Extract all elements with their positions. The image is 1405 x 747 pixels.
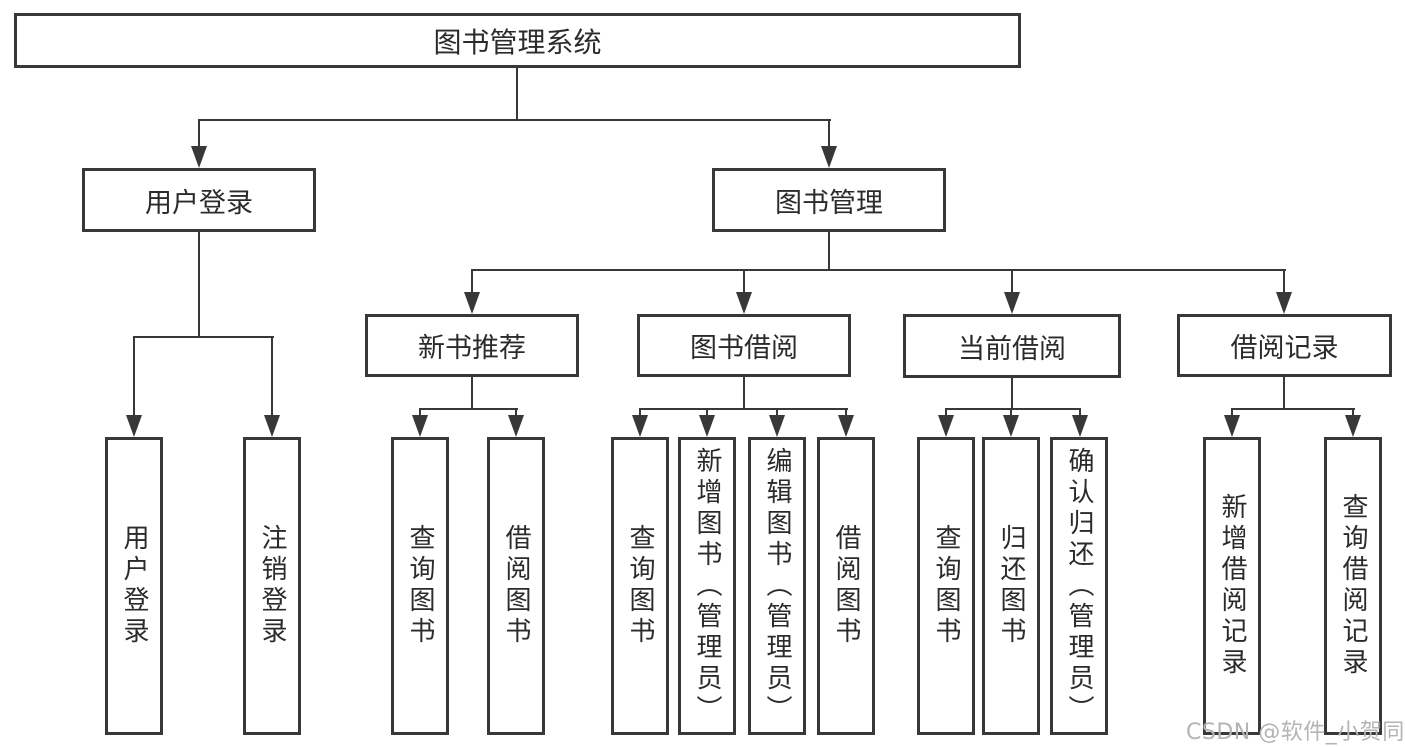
csdn-watermark: CSDN @软件_小贺同学 — [1186, 720, 1405, 745]
leaf-query-books-3: 查询图书 — [917, 437, 975, 735]
arrow-down-icon — [1004, 292, 1020, 314]
connector-line — [515, 408, 517, 417]
arrow-down-icon — [821, 146, 837, 168]
arrow-down-icon — [769, 415, 785, 437]
connector-line — [1283, 269, 1285, 294]
connector-line — [706, 408, 708, 417]
connector-line — [271, 336, 273, 417]
leaf-query-books-3-label: 查询图书 — [931, 524, 961, 648]
leaf-add-book-admin-label: 新增图书（管理员） — [692, 446, 722, 726]
leaf-borrow-books-1: 借阅图书 — [487, 437, 545, 735]
connector-line — [1283, 377, 1285, 410]
connector-line — [1231, 408, 1233, 417]
connector-line — [516, 68, 518, 120]
connector-line — [198, 232, 200, 338]
leaf-query-books-2: 查询图书 — [611, 437, 669, 735]
arrow-down-icon — [938, 415, 954, 437]
connector-line — [639, 408, 641, 417]
connector-line — [133, 336, 274, 338]
node-borrowing-records: 借阅记录 — [1177, 314, 1392, 377]
arrow-down-icon — [632, 415, 648, 437]
connector-line — [945, 408, 1081, 410]
connector-line — [1010, 408, 1012, 417]
arrow-down-icon — [412, 415, 428, 437]
connector-line — [743, 377, 745, 410]
node-book-borrowing: 图书借阅 — [637, 314, 851, 377]
arrow-down-icon — [508, 415, 524, 437]
leaf-borrow-books-2-label: 借阅图书 — [831, 524, 861, 648]
leaf-logout-login-label: 注销登录 — [257, 524, 287, 648]
connector-line — [471, 269, 1286, 271]
connector-line — [776, 408, 778, 417]
connector-line — [133, 336, 135, 417]
node-root: 图书管理系统 — [14, 13, 1021, 68]
connector-line — [471, 377, 473, 410]
connector-line — [419, 408, 421, 417]
node-borrowing-records-label: 借阅记录 — [1230, 333, 1339, 364]
arrow-down-icon — [1224, 415, 1240, 437]
arrow-down-icon — [736, 292, 752, 314]
arrow-down-icon — [838, 415, 854, 437]
node-new-book-recommend: 新书推荐 — [365, 314, 579, 377]
leaf-edit-book-admin: 编辑图书（管理员） — [748, 437, 806, 735]
leaf-query-borrow-record-label: 查询借阅记录 — [1338, 493, 1368, 679]
arrow-down-icon — [464, 292, 480, 314]
node-current-borrowing: 当前借阅 — [903, 314, 1121, 378]
leaf-query-borrow-record: 查询借阅记录 — [1324, 437, 1382, 735]
arrow-down-icon — [1072, 415, 1088, 437]
node-user-login-label: 用户登录 — [145, 187, 253, 219]
node-root-label: 图书管理系统 — [433, 25, 602, 59]
leaf-user-login-label: 用户登录 — [119, 524, 149, 648]
leaf-user-login: 用户登录 — [105, 437, 163, 735]
leaf-confirm-return-admin-label: 确认归还（管理员） — [1064, 446, 1094, 726]
connector-line — [945, 408, 947, 417]
connector-line — [198, 119, 200, 148]
connector-line — [743, 269, 745, 294]
connector-line — [1011, 377, 1013, 410]
connector-line — [828, 232, 830, 271]
node-new-book-recommend-label: 新书推荐 — [418, 333, 526, 364]
node-user-login: 用户登录 — [82, 168, 316, 232]
arrow-down-icon — [191, 146, 207, 168]
leaf-borrow-books-1-label: 借阅图书 — [501, 524, 531, 648]
leaf-confirm-return-admin: 确认归还（管理员） — [1050, 437, 1108, 735]
arrow-down-icon — [1345, 415, 1361, 437]
arrow-down-icon — [699, 415, 715, 437]
node-current-borrowing-label: 当前借阅 — [958, 333, 1066, 365]
connector-line — [1011, 269, 1013, 294]
leaf-query-books-1: 查询图书 — [391, 437, 449, 735]
arrow-down-icon — [1276, 292, 1292, 314]
leaf-return-books: 归还图书 — [982, 437, 1040, 735]
leaf-logout-login: 注销登录 — [243, 437, 301, 735]
leaf-query-books-2-label: 查询图书 — [625, 524, 655, 648]
leaf-return-books-label: 归还图书 — [996, 524, 1026, 648]
connector-line — [1231, 408, 1355, 410]
connector-line — [639, 408, 848, 410]
connector-line — [198, 119, 831, 121]
leaf-edit-book-admin-label: 编辑图书（管理员） — [762, 446, 792, 726]
arrow-down-icon — [126, 415, 142, 437]
connector-line — [419, 408, 518, 410]
leaf-query-books-1-label: 查询图书 — [405, 524, 435, 648]
connector-line — [845, 408, 847, 417]
leaf-add-borrow-record-label: 新增借阅记录 — [1217, 493, 1247, 679]
connector-line — [471, 269, 473, 294]
connector-line — [1079, 408, 1081, 417]
connector-line — [1352, 408, 1354, 417]
node-book-management-label: 图书管理 — [775, 187, 883, 219]
leaf-borrow-books-2: 借阅图书 — [817, 437, 875, 735]
arrow-down-icon — [1003, 415, 1019, 437]
leaf-add-borrow-record: 新增借阅记录 — [1203, 437, 1261, 735]
connector-line — [828, 119, 830, 148]
node-book-management: 图书管理 — [712, 168, 946, 232]
leaf-add-book-admin: 新增图书（管理员） — [678, 437, 736, 735]
arrow-down-icon — [264, 415, 280, 437]
node-book-borrowing-label: 图书借阅 — [690, 333, 798, 364]
